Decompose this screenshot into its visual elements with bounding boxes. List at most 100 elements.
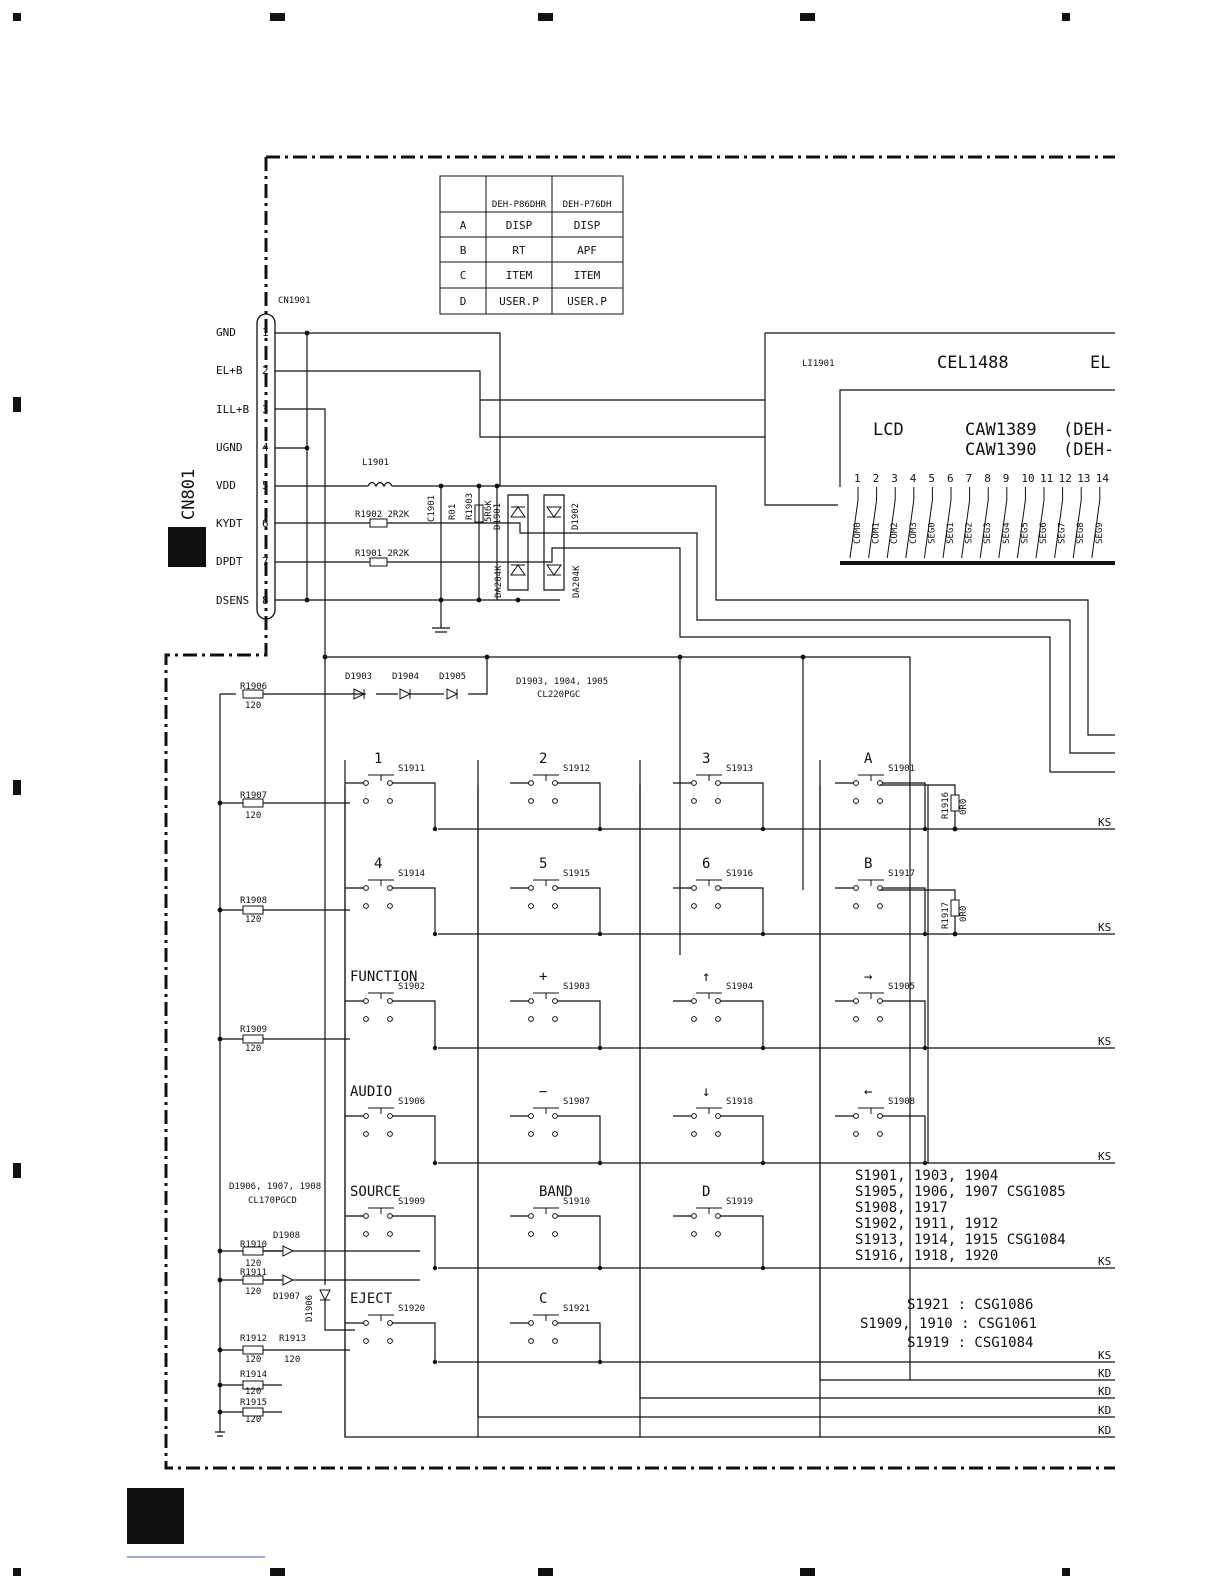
- switch-contact: [528, 1113, 534, 1119]
- switch-note: S1905, 1906, 1907 CSG1085: [855, 1184, 1066, 1200]
- table-row-key: A: [460, 219, 467, 232]
- switch-contact: [387, 780, 393, 786]
- switch-contact: [715, 798, 721, 804]
- label-r-value: 120: [245, 915, 261, 925]
- switch-plunger: [533, 1107, 559, 1114]
- resistor-r1902: [369, 518, 388, 528]
- label-r1901: R1901 2R2K: [355, 549, 410, 559]
- switch-contact: [363, 1338, 369, 1344]
- label-d1907: D1907: [273, 1292, 300, 1302]
- switch-contact: [528, 998, 534, 1004]
- table-cell: ITEM: [506, 269, 533, 282]
- registration-marks: [13, 13, 1070, 1576]
- key-ref: S1920: [398, 1304, 425, 1314]
- connector-mate: CN801: [179, 469, 199, 520]
- lcd-segment-label: SEG3: [983, 522, 993, 544]
- junction-dot: [432, 1160, 438, 1166]
- key-ref: S1912: [563, 764, 590, 774]
- switch-contact: [691, 1113, 697, 1119]
- switch-contact: [528, 885, 534, 891]
- lcd-segment-label: SEG2: [965, 522, 975, 544]
- key-ref: S1917: [888, 869, 915, 879]
- pin-name: DPDT: [216, 555, 243, 568]
- pin-name: EL+B: [216, 364, 243, 377]
- label-da204k-a: DA204K: [494, 565, 504, 598]
- switch-contact: [387, 1113, 393, 1119]
- switch-contact: [715, 998, 721, 1004]
- switch-contact: [363, 903, 369, 909]
- switch-contact: [528, 1338, 534, 1344]
- lcd-part2: CAW1390: [965, 440, 1037, 460]
- switch-contact: [387, 1231, 393, 1237]
- table-cell: ITEM: [574, 269, 601, 282]
- key-ref: S1913: [726, 764, 753, 774]
- lcd-part1: CAW1389: [965, 420, 1037, 440]
- led-symbol: [282, 1274, 295, 1286]
- pin-number: 4: [262, 441, 269, 454]
- switch-wire: [673, 1115, 764, 1163]
- switch-plunger: [858, 879, 884, 886]
- lcd-pin-lead: [886, 499, 896, 559]
- lcd-pin-number: 9: [1003, 472, 1010, 485]
- switch-plunger: [858, 992, 884, 999]
- switch-plunger: [533, 1207, 559, 1214]
- lcd-pin-number: 11: [1040, 472, 1053, 485]
- lcd-pin-lead: [1016, 499, 1026, 559]
- key-label: A: [864, 751, 873, 767]
- switch-contact: [853, 1131, 859, 1137]
- label-r1903-value: 5R6K: [484, 500, 494, 522]
- switch-contact: [528, 1231, 534, 1237]
- switch-wire: [673, 1000, 764, 1048]
- key-label: FUNCTION: [350, 969, 417, 985]
- switch-contact: [363, 885, 369, 891]
- switch-plunger: [533, 774, 559, 781]
- lcd-pin-lead: [961, 499, 971, 559]
- switch-wire: [510, 1322, 601, 1362]
- diode-array-d1901: [510, 506, 526, 576]
- key-ref: S1919: [726, 1197, 753, 1207]
- lcd-pin-lead: [942, 499, 952, 559]
- switch-plunger: [696, 879, 722, 886]
- lcd-segment-label: SEG8: [1076, 522, 1086, 544]
- switch-wire: [510, 1215, 601, 1268]
- switch-wire: [345, 1115, 436, 1163]
- label-r1910: R1910: [240, 1240, 267, 1250]
- switch-wire: [345, 1000, 436, 1048]
- key-switch: +S1903: [510, 969, 603, 1051]
- pin-name: VDD: [216, 479, 236, 492]
- lcd-pin-group: 1COM02COM13COM24COM35SEG06SEG17SEG28SEG3…: [849, 472, 1109, 559]
- label-d1901: D1901: [493, 503, 503, 530]
- switch-plunger: [533, 992, 559, 999]
- resistor-body: [242, 798, 264, 808]
- resistor-body: [242, 1380, 264, 1390]
- kd-line: [819, 760, 1115, 1381]
- label-r1906-value: 120: [245, 701, 261, 711]
- lcd-pin-number: 13: [1077, 472, 1090, 485]
- junction-dot: [597, 931, 603, 937]
- lcd-model2: (DEH-: [1063, 440, 1114, 460]
- junction-dot: [952, 931, 958, 937]
- key-ref: S1910: [563, 1197, 590, 1207]
- switch-contact: [853, 903, 859, 909]
- switch-contact: [853, 780, 859, 786]
- lcd-pin-lead: [998, 499, 1008, 559]
- el-ref: LI1901: [802, 359, 835, 369]
- table-cell: DISP: [574, 219, 601, 232]
- resistor-r1903: [474, 504, 484, 523]
- switch-wire: [510, 1115, 601, 1163]
- switch-plunger: [858, 774, 884, 781]
- junction-dot: [432, 1359, 438, 1365]
- bus-label: KS: [1098, 1150, 1111, 1163]
- led-chain: R1906 120 D1903 D1904 D1905 D1903, 1904,…: [220, 672, 608, 711]
- label-r1909: R1909: [240, 1025, 267, 1035]
- key-switch: ↓S1918: [673, 1084, 766, 1166]
- pin-name: GND: [216, 326, 236, 339]
- key-label: ↓: [702, 1084, 710, 1100]
- junction-dot: [760, 1160, 766, 1166]
